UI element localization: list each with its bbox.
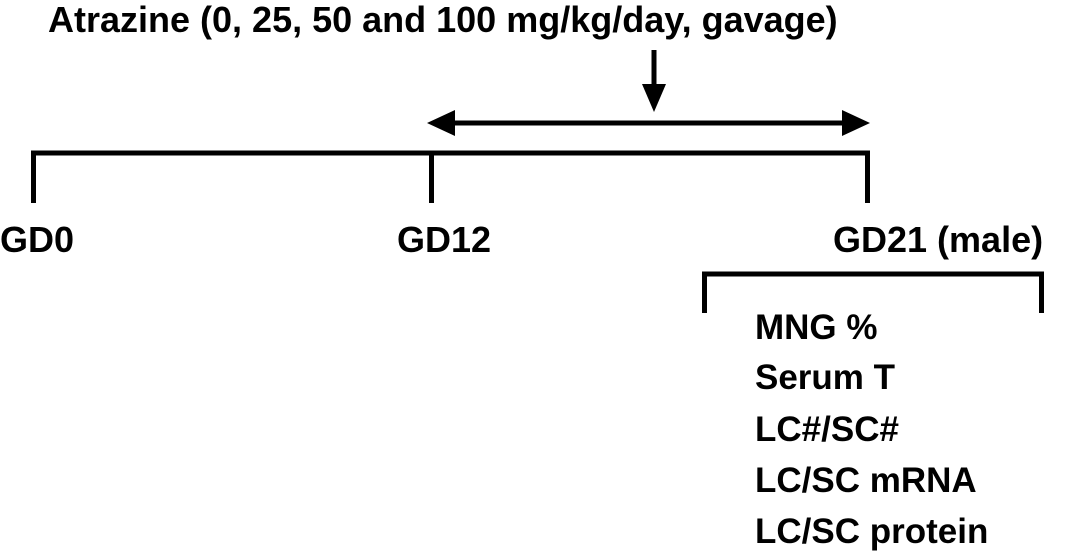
exposure-arrow-right-head xyxy=(842,110,870,136)
exposure-arrow-left-head xyxy=(427,110,455,136)
measurement-item: MNG % xyxy=(755,308,878,347)
down-arrow-head xyxy=(642,84,666,112)
measurement-item: LC/SC mRNA xyxy=(755,461,977,500)
measurement-item: LC#/SC# xyxy=(755,410,899,449)
measurement-item: LC/SC protein xyxy=(755,512,989,551)
measurement-item: Serum T xyxy=(755,358,896,397)
timeline-label-gd12: GD12 xyxy=(397,219,492,260)
timeline-label-gd21: GD21 (male) xyxy=(833,219,1044,260)
timeline-label-gd0: GD0 xyxy=(0,219,75,260)
diagram-title: Atrazine (0, 25, 50 and 100 mg/kg/day, g… xyxy=(48,0,838,40)
